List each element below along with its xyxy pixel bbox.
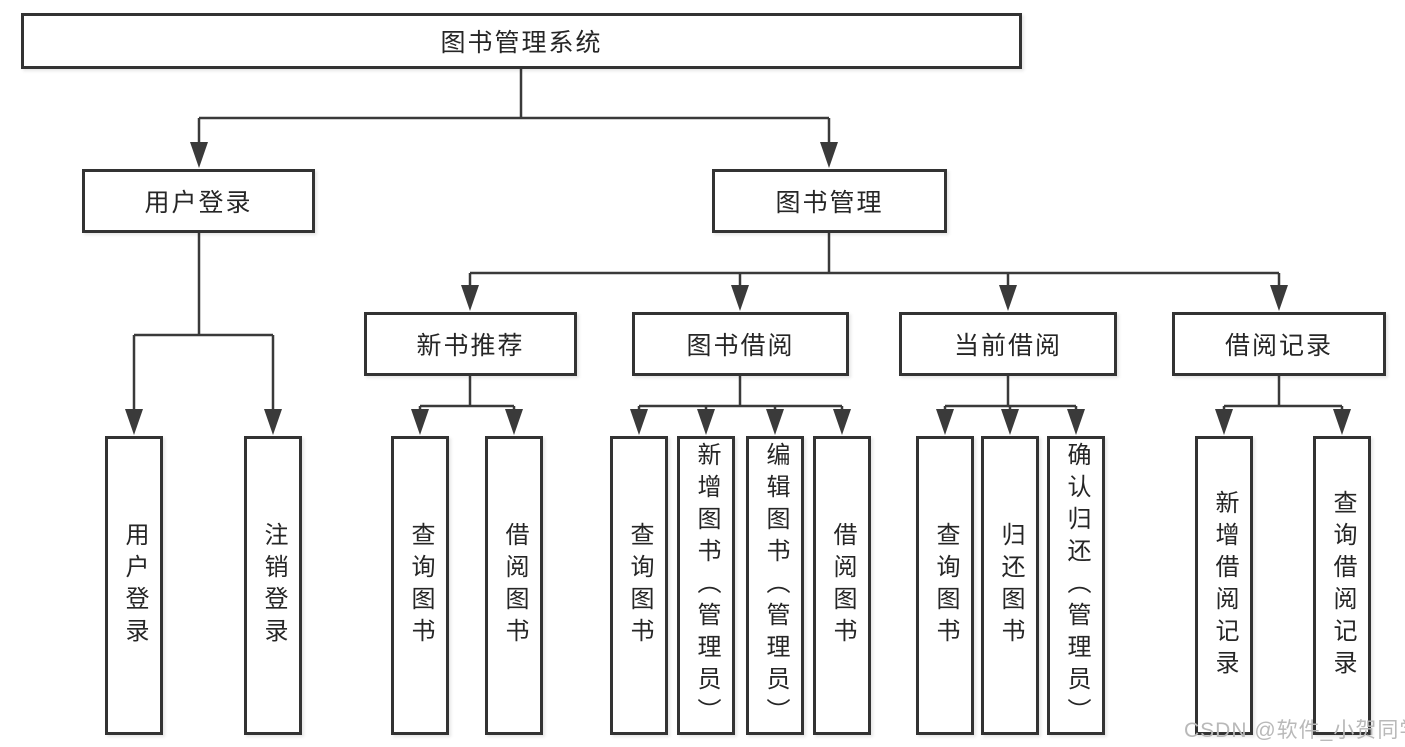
leaf-current-return-books: 归还图书 [981, 436, 1039, 735]
leaf-logout: 注销登录 [244, 436, 302, 735]
leaf-borrow-borrow-books: 借阅图书 [813, 436, 871, 735]
leaf-user-login: 用户登录 [105, 436, 163, 735]
node-borrow-records: 借阅记录 [1172, 312, 1386, 376]
leaf-borrow-edit-books-admin: 编辑图书（管理员） [746, 436, 804, 735]
leaf-borrow-query-books: 查询图书 [610, 436, 668, 735]
leaf-borrow-add-books-admin: 新增图书（管理员） [677, 436, 735, 735]
leaf-recommend-query-books: 查询图书 [391, 436, 449, 735]
node-new-book-recommend: 新书推荐 [364, 312, 577, 376]
node-root: 图书管理系统 [21, 13, 1022, 69]
leaf-records-query-borrow-record: 查询借阅记录 [1313, 436, 1371, 735]
node-user-login: 用户登录 [82, 169, 315, 233]
leaf-records-add-borrow-record: 新增借阅记录 [1195, 436, 1253, 735]
leaf-recommend-borrow-books: 借阅图书 [485, 436, 543, 735]
watermark: CSDN @软件_小贺同学 [1184, 719, 1405, 742]
leaf-current-query-books: 查询图书 [916, 436, 974, 735]
node-book-borrow: 图书借阅 [632, 312, 849, 376]
leaf-current-confirm-return-admin: 确认归还（管理员） [1047, 436, 1105, 735]
node-current-borrow: 当前借阅 [899, 312, 1117, 376]
node-book-management: 图书管理 [712, 169, 947, 233]
